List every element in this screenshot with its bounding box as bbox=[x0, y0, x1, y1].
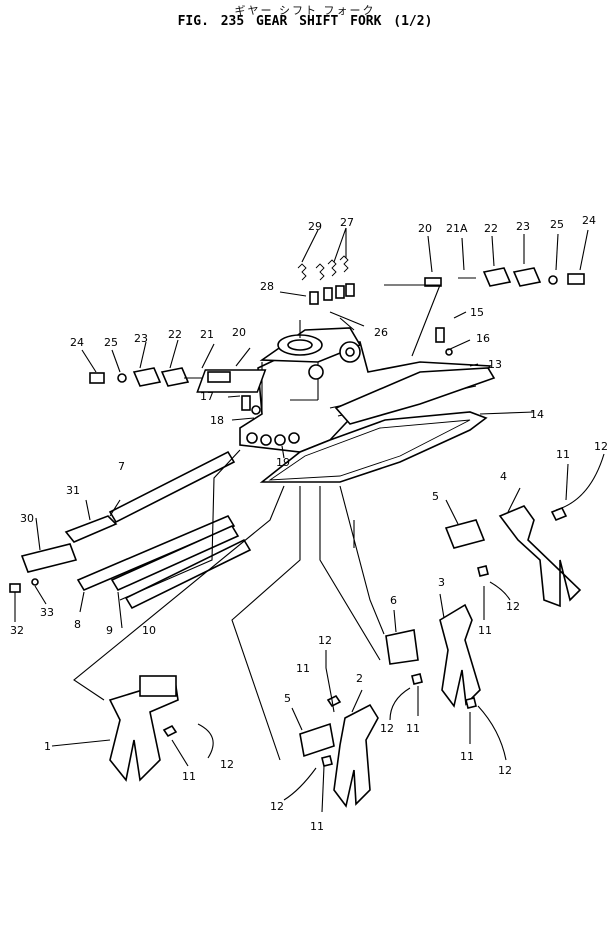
callout-30: 30 bbox=[20, 512, 34, 525]
callout-5: 5 bbox=[284, 692, 291, 705]
callout-5: 5 bbox=[432, 490, 439, 503]
japanese-title: ギヤー シフト フォーク bbox=[234, 4, 376, 17]
callout-12: 12 bbox=[220, 758, 234, 771]
callout-21A: 21A bbox=[446, 222, 468, 235]
callout-29: 29 bbox=[308, 220, 322, 233]
callout-3: 3 bbox=[438, 576, 445, 589]
callout-24: 24 bbox=[582, 214, 596, 227]
callout-6: 6 bbox=[390, 594, 397, 607]
callout-33: 33 bbox=[40, 606, 54, 619]
callout-23: 23 bbox=[516, 220, 530, 233]
callout-11: 11 bbox=[310, 820, 324, 833]
callout-11: 11 bbox=[406, 722, 420, 735]
shift-rods bbox=[76, 450, 252, 610]
callout-27: 27 bbox=[340, 216, 354, 229]
callout-25: 25 bbox=[550, 218, 564, 231]
figure-title: FIG. 235 GEAR SHIFT FORK (1/2) bbox=[177, 14, 433, 29]
callout-4: 4 bbox=[500, 470, 507, 483]
shift-fork-4 bbox=[498, 505, 582, 608]
gasket bbox=[259, 411, 488, 483]
callout-22: 22 bbox=[484, 222, 498, 235]
washer bbox=[31, 578, 39, 586]
callout-7: 7 bbox=[118, 460, 125, 473]
bolt bbox=[9, 583, 21, 593]
callout-8: 8 bbox=[74, 618, 81, 631]
callout-28: 28 bbox=[260, 280, 274, 293]
shift-block bbox=[299, 722, 335, 758]
callout-11: 11 bbox=[296, 662, 310, 675]
set-screws bbox=[162, 506, 568, 767]
springs-and-balls bbox=[297, 255, 355, 305]
end-cover bbox=[20, 543, 78, 573]
callout-12: 12 bbox=[270, 800, 284, 813]
detent-parts-right bbox=[424, 267, 585, 356]
callout-19: 19 bbox=[276, 456, 290, 469]
callout-11: 11 bbox=[556, 448, 570, 461]
callout-18: 18 bbox=[210, 414, 224, 427]
callout-22: 22 bbox=[168, 328, 182, 341]
callout-12: 12 bbox=[506, 600, 520, 613]
callout-2: 2 bbox=[356, 672, 363, 685]
detent-parts-left bbox=[89, 367, 261, 415]
callout-11: 11 bbox=[460, 750, 474, 763]
callout-13: 13 bbox=[488, 358, 502, 371]
callout-12: 12 bbox=[380, 722, 394, 735]
callout-15: 15 bbox=[470, 306, 484, 319]
cover-plate bbox=[334, 367, 496, 425]
callout-12: 12 bbox=[498, 764, 512, 777]
callout-25: 25 bbox=[104, 336, 118, 349]
shift-fork-1 bbox=[108, 675, 179, 782]
callout-12: 12 bbox=[594, 440, 608, 453]
callout-20: 20 bbox=[418, 222, 432, 235]
callout-24: 24 bbox=[70, 336, 84, 349]
callout-17: 17 bbox=[200, 390, 214, 403]
callout-32: 32 bbox=[10, 624, 24, 637]
callout-16: 16 bbox=[476, 332, 490, 345]
callout-labels: 1 2 3 4 5 5 6 7 8 9 10 11 11 11 11 11 11… bbox=[10, 214, 608, 833]
callout-14: 14 bbox=[530, 408, 544, 421]
callout-1: 1 bbox=[44, 740, 51, 753]
callout-31: 31 bbox=[66, 484, 80, 497]
callout-20: 20 bbox=[232, 326, 246, 339]
callout-9: 9 bbox=[106, 624, 113, 637]
callout-23: 23 bbox=[134, 332, 148, 345]
shift-fork-2 bbox=[333, 703, 379, 808]
shift-block bbox=[444, 519, 486, 549]
callout-26: 26 bbox=[374, 326, 388, 339]
callout-12: 12 bbox=[318, 634, 332, 647]
shift-block bbox=[385, 629, 419, 665]
callout-21: 21 bbox=[200, 328, 214, 341]
callout-11: 11 bbox=[478, 624, 492, 637]
callout-10: 10 bbox=[142, 624, 156, 637]
leader-lines bbox=[14, 227, 605, 813]
callout-11: 11 bbox=[182, 770, 196, 783]
interlock-plate bbox=[64, 515, 118, 543]
shift-fork-3 bbox=[439, 603, 481, 708]
